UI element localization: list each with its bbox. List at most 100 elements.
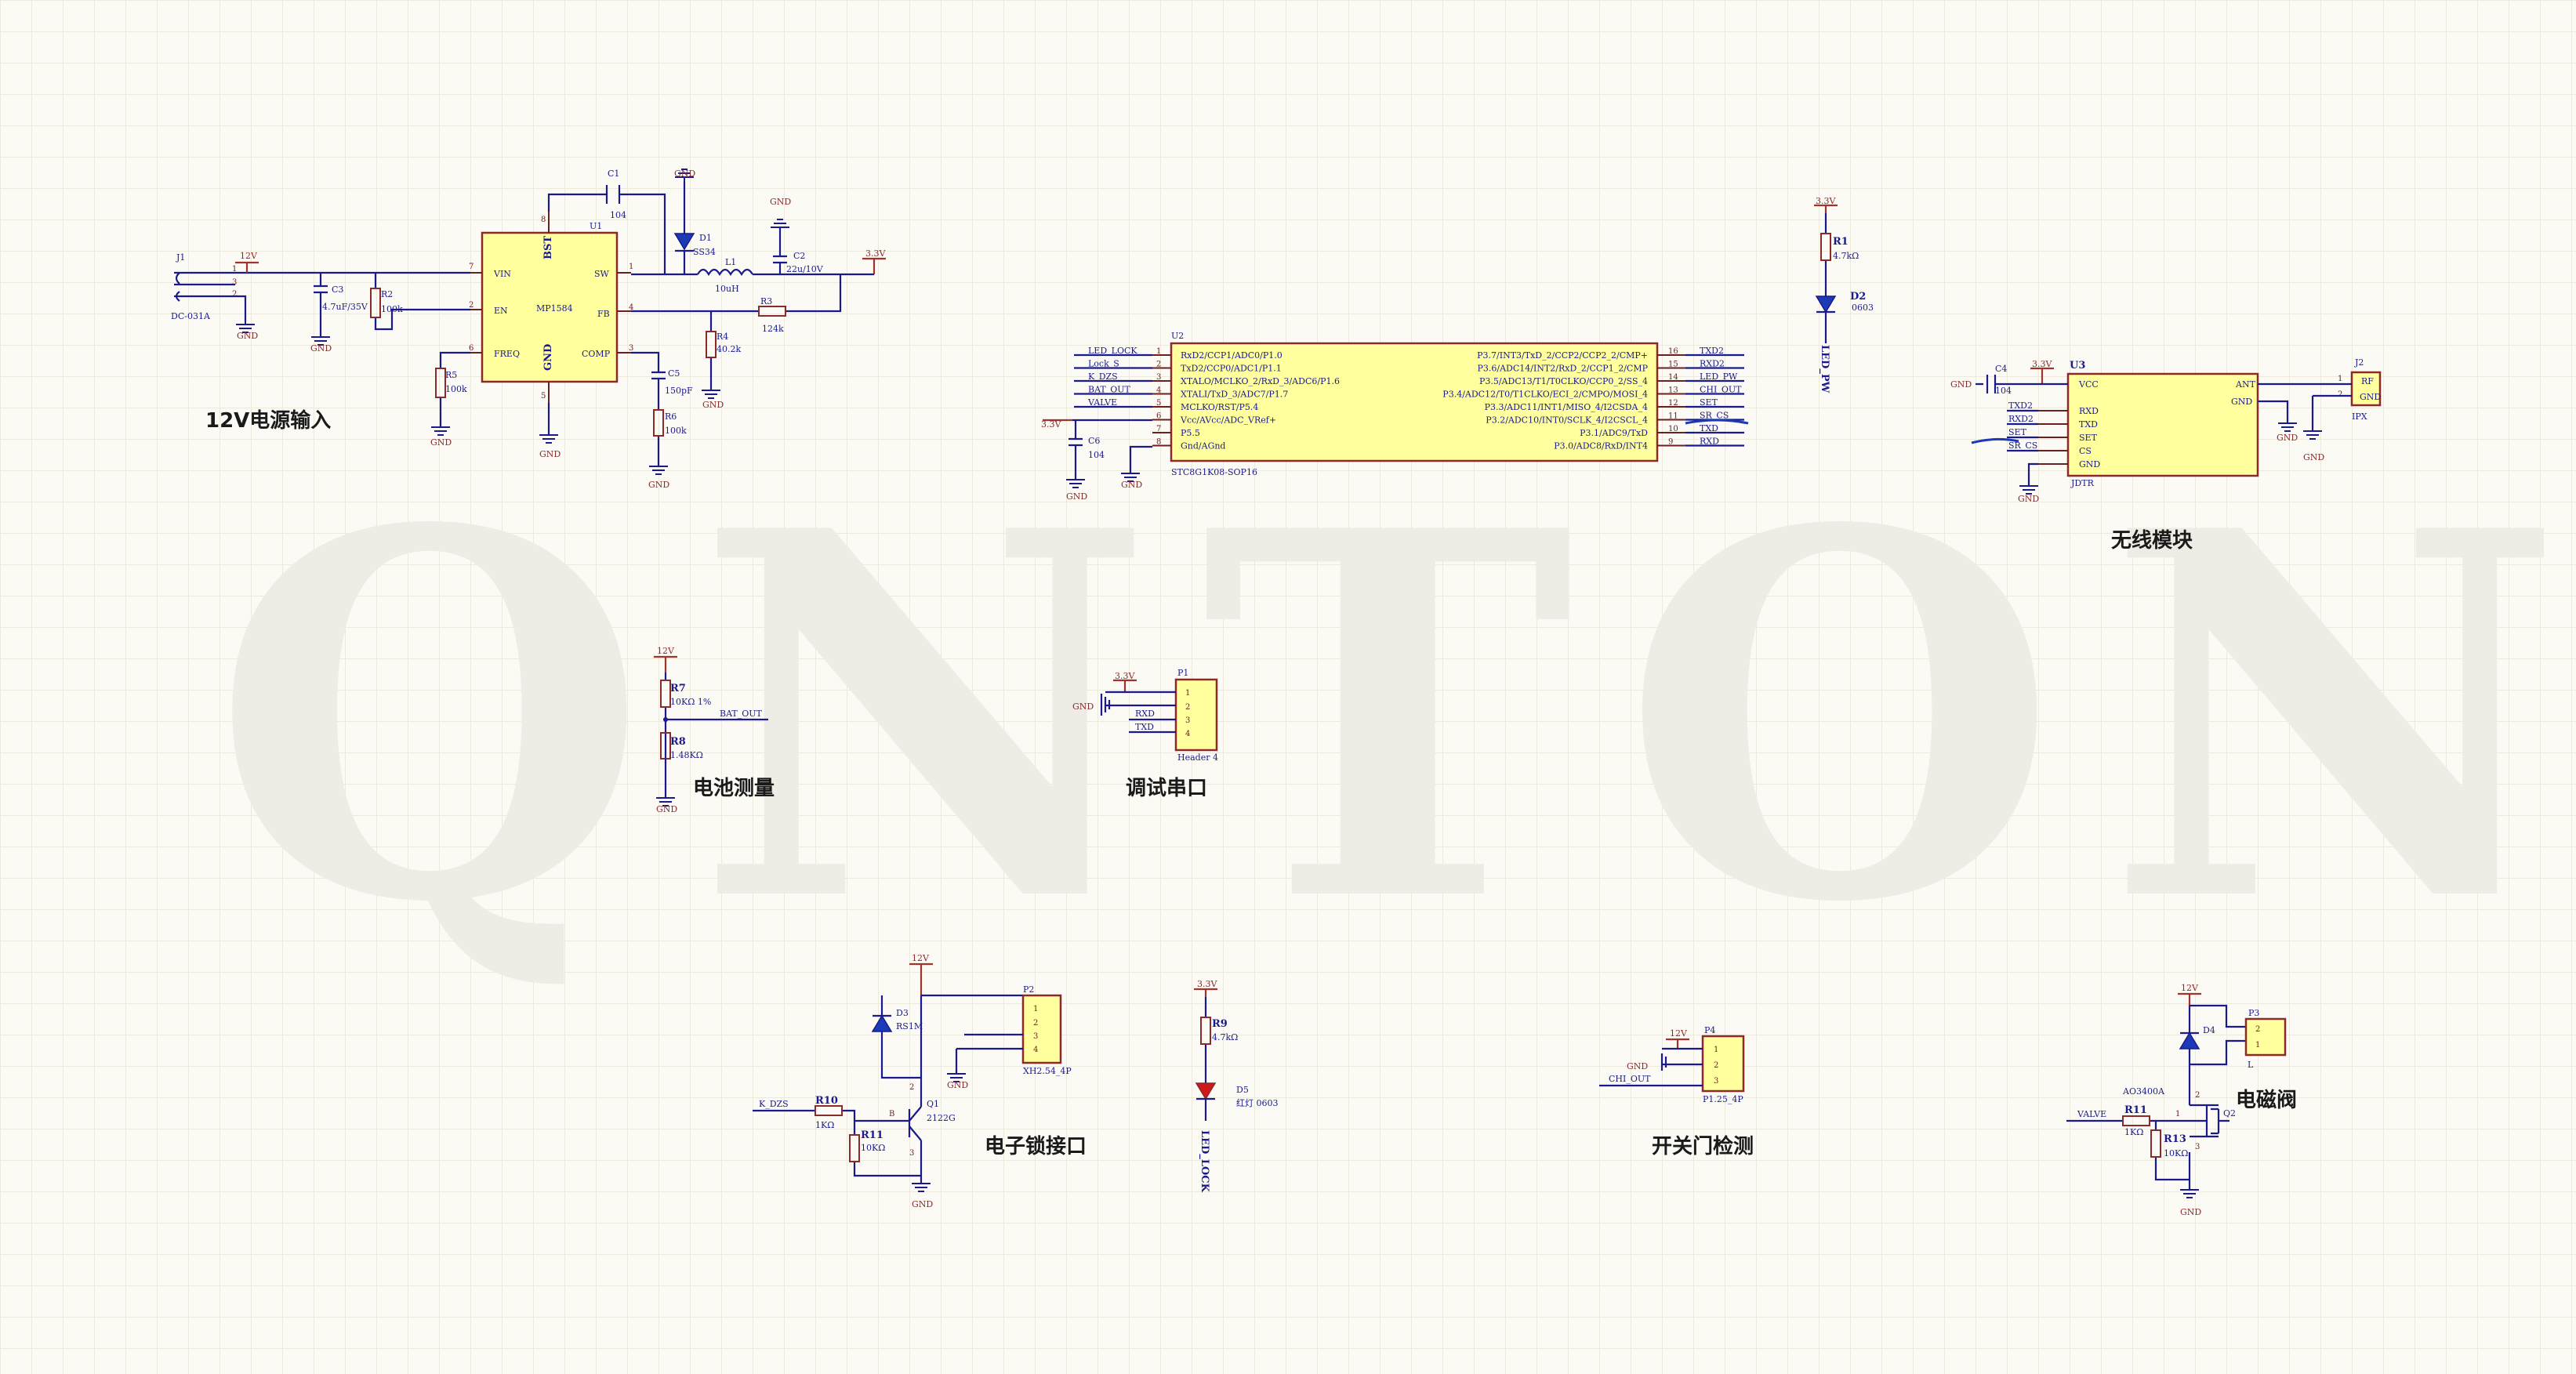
u2-left-net-label: BAT_OUT xyxy=(1088,385,1131,395)
u2-right-net-label: TXD xyxy=(1700,423,1718,433)
net-3v3-led: 3.3V xyxy=(1816,196,1836,206)
r7-ref: R7 xyxy=(670,683,686,694)
r5-value: 100k xyxy=(445,384,467,394)
q2-pin-1: 1 xyxy=(2175,1110,2180,1118)
gnd-symbol xyxy=(947,1073,966,1082)
section-title-valve: 电磁阀 xyxy=(2236,1088,2297,1112)
p2-ref: P2 xyxy=(1023,984,1034,995)
u2-left-net-label: K_DZS xyxy=(1088,372,1118,382)
gnd-label: GND xyxy=(702,400,724,410)
c5-ref: C5 xyxy=(668,368,680,379)
svg-text:3: 3 xyxy=(232,278,237,287)
u2-left-pin-label: TxD2/CCP0/ADC1/P1.1 xyxy=(1181,364,1282,374)
p1-value: Header 4 xyxy=(1177,752,1218,763)
u3-net-label: SR_CS xyxy=(2008,440,2037,451)
q1-pin-2: 2 xyxy=(909,1083,914,1092)
svg-text:4: 4 xyxy=(629,303,633,312)
led-pw-net: LED_PW xyxy=(1819,345,1830,393)
j1-value: DC-031A xyxy=(171,311,211,321)
r9-value: 4.7kΩ xyxy=(1212,1032,1238,1042)
p1-pin-2: 2 xyxy=(1185,703,1190,712)
c6-ref: C6 xyxy=(1088,436,1100,446)
gnd-label: GND xyxy=(770,197,791,207)
net-12v-valve: 12V xyxy=(2181,983,2199,993)
lock-led-circuit: 3.3V R9 4.7kΩ D5 红灯 0603 LED_LOCK xyxy=(1194,979,1279,1193)
u3-sub: JDTR xyxy=(2070,478,2095,488)
gnd-symbol xyxy=(1066,479,1085,488)
u2-left-pin-number: 4 xyxy=(1156,386,1161,395)
d1-ref: D1 xyxy=(699,233,712,243)
d5-value: 红灯 0603 xyxy=(1236,1098,1279,1108)
u1-pin-fb: FB xyxy=(597,309,610,319)
gnd-symbol xyxy=(2180,1189,2199,1198)
gnd-label: GND xyxy=(310,343,332,353)
net-12v-power: 12V xyxy=(240,251,258,261)
section-title-lock: 电子锁接口 xyxy=(985,1134,1087,1158)
gnd-label: GND xyxy=(2277,433,2298,443)
u2-right-pin-number: 9 xyxy=(1668,438,1673,447)
j2-pin-gnd: GND xyxy=(2360,392,2381,402)
q2-ref: Q2 xyxy=(2223,1108,2236,1118)
r4-ref: R4 xyxy=(717,332,728,342)
c2-value: 22u/10V xyxy=(786,264,824,274)
j2-ref: J2 xyxy=(2354,357,2364,368)
u2-right-pin-label: P3.6/ADC14/INT2/RxD_2/CCP1_2/CMP xyxy=(1477,364,1648,374)
u2-left-pin-label: RxD2/CCP1/ADC0/P1.0 xyxy=(1181,350,1283,361)
u2-left-net-label: VALVE xyxy=(1087,397,1117,408)
section-title-power: 12V电源输入 xyxy=(205,408,331,433)
svg-text:5: 5 xyxy=(541,392,546,401)
r1-value: 4.7kΩ xyxy=(1833,251,1859,261)
p1-body xyxy=(1174,678,1218,752)
net-3v3-lockled: 3.3V xyxy=(1197,979,1217,989)
u2-ref: U2 xyxy=(1171,331,1184,341)
svg-text:2: 2 xyxy=(232,290,237,299)
c3-value: 4.7uF/35V xyxy=(322,302,368,312)
net-3v3-mcu: 3.3V xyxy=(1041,419,1061,430)
gnd-label: GND xyxy=(2180,1207,2201,1217)
p3-body xyxy=(2244,1017,2287,1057)
u1-ref: U1 xyxy=(590,221,602,231)
gnd-symbol xyxy=(1121,473,1140,482)
r3-value: 124k xyxy=(762,324,784,334)
gnd-label: GND xyxy=(1627,1061,1648,1071)
u1-pin-gnd: GND xyxy=(542,344,554,371)
u1-value: MP1584 xyxy=(536,303,573,314)
led-lock-net: LED_LOCK xyxy=(1199,1130,1210,1193)
u3-pin-label: TXD xyxy=(2079,419,2098,430)
r7-value: 10KΩ 1% xyxy=(670,697,711,707)
u3-pin-label: GND xyxy=(2079,459,2100,469)
u3-ref: U3 xyxy=(2070,360,2085,372)
gnd-symbol xyxy=(2278,422,2297,432)
door-detect-circuit: P4 P1.25_4P 1 2 3 12V GND CHI_OUT 开关门检测 xyxy=(1599,1025,1754,1158)
rxd-net-debug: RXD xyxy=(1135,709,1155,719)
section-title-debug: 调试串口 xyxy=(1126,777,1207,800)
u2-value: STC8G1K08-SOP16 xyxy=(1171,467,1257,477)
valve-circuit: 12V D4 P3 L 2 1 AO3400A Q2 1 2 3 VALVE R… xyxy=(2066,983,2297,1217)
gnd-symbol xyxy=(675,169,694,182)
q2-pin-2: 2 xyxy=(2195,1091,2200,1100)
u2-left-pin-label: Vcc/AVcc/ADC_VRef+ xyxy=(1180,415,1276,426)
u3-pin-ant: ANT xyxy=(2235,379,2256,390)
gnd-symbol xyxy=(539,434,558,444)
section-title-wireless: 无线模块 xyxy=(2111,529,2193,553)
u2-left-pin-label: MCLKO/RST/P5.4 xyxy=(1181,402,1258,412)
u2-right-net-label: CHI_OUT xyxy=(1700,385,1742,395)
battery-measure-circuit: 12V R7 10KΩ 1% R8 1.48KΩ BAT_OUT GND 电池测… xyxy=(654,646,775,814)
gnd-symbol xyxy=(702,390,720,399)
u2-right-net-label: RXD2 xyxy=(1700,359,1725,369)
u2-right-pin-number: 12 xyxy=(1668,399,1678,408)
r4-value: 40.2k xyxy=(717,344,741,354)
u1-pin-bst: BST xyxy=(542,236,554,259)
r3-ref: R3 xyxy=(760,296,772,306)
gnd-symbol xyxy=(311,336,330,346)
p2-pin-1: 1 xyxy=(1033,1005,1038,1013)
c1-value: 104 xyxy=(610,210,626,220)
u2-left-pin-label: XTALI/TxD_3/ADC7/P1.7 xyxy=(1181,390,1288,400)
u2-right-pin-label: P3.0/ADC8/RxD/INT4 xyxy=(1554,441,1648,451)
c2-ref: C2 xyxy=(793,251,805,261)
q1-value: 2122G xyxy=(927,1113,956,1123)
gnd-label: GND xyxy=(539,449,561,459)
u2-right-net-label: RXD xyxy=(1700,437,1719,447)
p3-pin-1: 1 xyxy=(2255,1041,2260,1050)
